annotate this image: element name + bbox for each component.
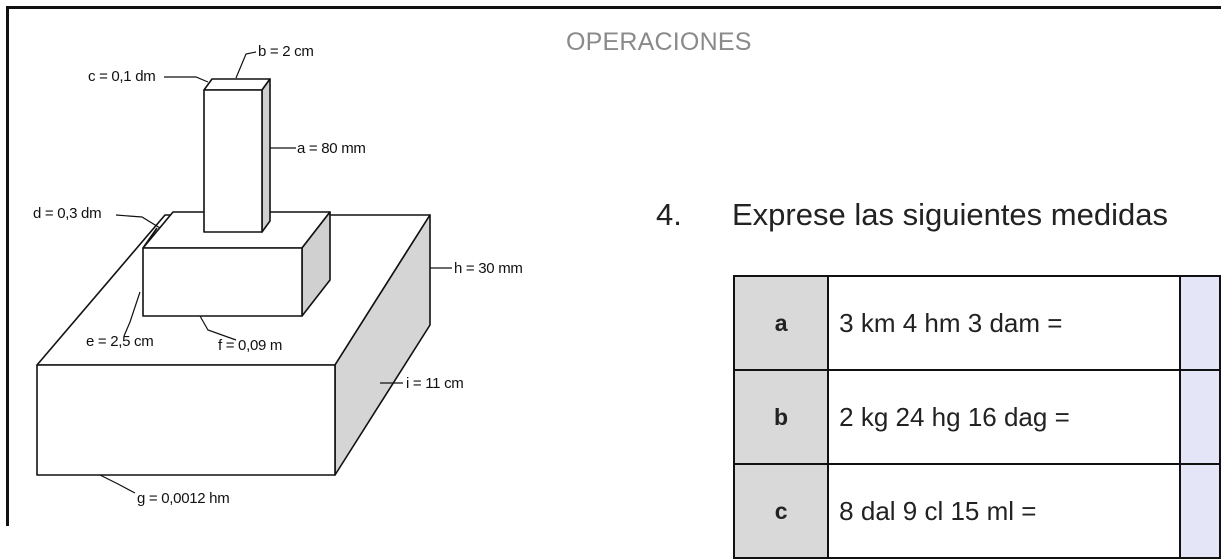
row-label: c [732,463,830,559]
label-c: c = 0,1 dm [88,68,155,85]
section-heading: OPERACIONES [566,28,752,56]
leader-d [115,214,161,229]
column-front-face [203,89,263,233]
question-number: 4. [656,197,682,232]
answer-field[interactable] [1178,369,1221,465]
row-expression: 8 dal 9 cl 15 ml = [827,463,1181,559]
label-b: b = 2 cm [258,43,314,60]
column-side-face [261,78,271,233]
column-top-face [203,78,271,91]
leader-f [199,315,237,341]
middle-block-front-face [142,247,303,317]
leader-b [235,51,257,79]
label-e: e = 2,5 cm [86,333,153,350]
question-text: Exprese las siguientes medidas [732,197,1168,232]
question-prompt: 4. Exprese las siguientes medidas [656,197,1168,233]
page-frame [6,6,1221,526]
label-a: a = 80 mm [297,140,366,157]
label-g: g = 0,0012 hm [137,490,229,507]
row-label: a [732,275,830,371]
row-label: b [732,369,830,465]
bottom-block-front-face [36,364,336,476]
label-f: f = 0,09 m [218,337,282,354]
answer-field[interactable] [1178,463,1221,559]
row-expression: 3 km 4 hm 3 dam = [827,275,1181,371]
middle-block-left-edge [142,227,158,249]
table-row: a 3 km 4 hm 3 dam = [732,275,1221,371]
label-d: d = 0,3 dm [33,205,101,222]
leader-g [99,474,136,494]
conversion-table: a 3 km 4 hm 3 dam = b 2 kg 24 hg 16 dag … [732,275,1221,559]
dimension-figure: b = 2 cm c = 0,1 dm a = 80 mm d = 0,3 dm… [33,43,523,507]
row-expression: 2 kg 24 hg 16 dag = [827,369,1181,465]
label-i: i = 11 cm [406,375,463,392]
table-row: c 8 dal 9 cl 15 ml = [732,463,1221,559]
leader-c [164,76,209,83]
label-h: h = 30 mm [454,260,523,277]
answer-field[interactable] [1178,275,1221,371]
table-row: b 2 kg 24 hg 16 dag = [732,369,1221,465]
leader-e [123,291,141,337]
